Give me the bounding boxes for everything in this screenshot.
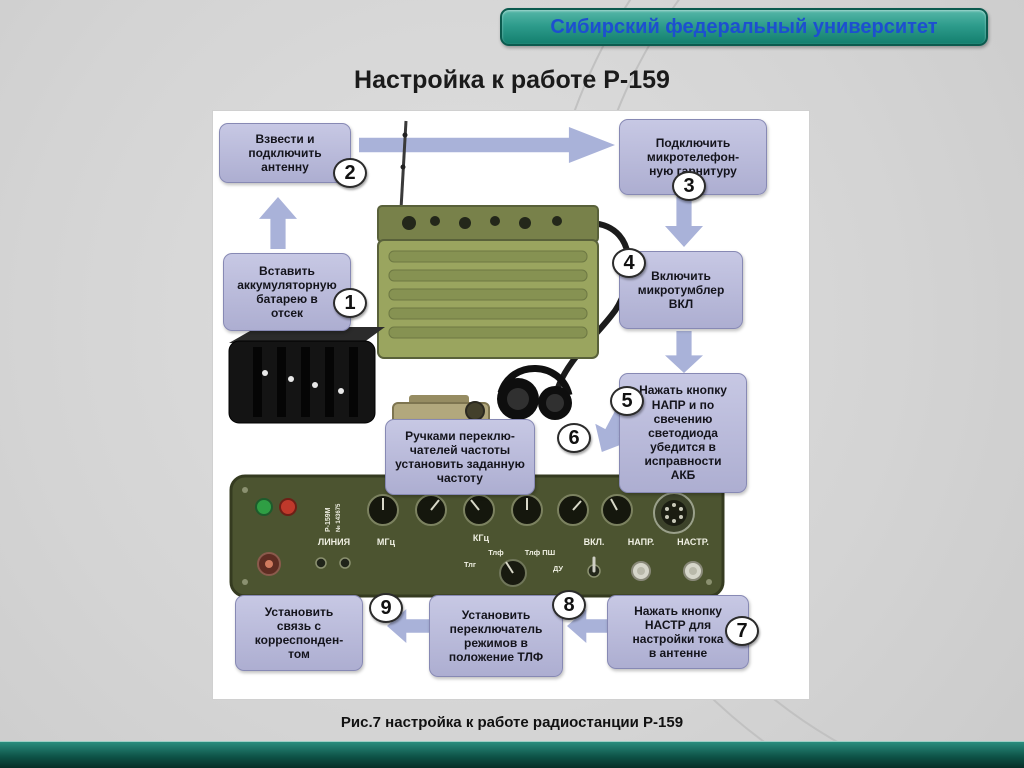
radio-illustration: Р-159М № 143675 [228,120,725,598]
step-6-number-badge: 6 [557,423,591,453]
handset-cable-icon [554,220,632,394]
step-3-number-badge: 3 [672,171,706,201]
nastr-button-icon [683,561,703,581]
step-7-number-badge: 7 [725,616,759,646]
university-banner-text: Сибирский федеральный университет [550,15,938,38]
front-panel-face: Р-159М № 143675 [229,474,725,598]
nastr-label: НАСТР. [677,537,709,547]
footer-bar [0,741,1024,768]
step-5-number-badge: 5 [610,386,644,416]
antenna-whip-icon [399,120,408,210]
napr-button-icon [631,561,651,581]
headset-icon [497,365,573,420]
callout-step-9: Установить связь с корреспонден- том [235,595,363,671]
step-9-number-badge: 9 [369,593,403,623]
indicator-red-icon [279,498,297,516]
callout-step-2: Взвести и подключить антенну [219,123,351,183]
step-2-number-badge: 2 [333,158,367,188]
step-8-number-badge: 8 [552,590,586,620]
panel-model-label: Р-159М [325,507,332,532]
liniya-label: ЛИНИЯ [318,537,350,547]
frequency-dials [367,494,633,526]
indicator-green-icon [255,498,273,516]
callout-step-4: Включить микротумблер ВКЛ [619,251,743,329]
mgts-label: МГц [377,537,396,547]
step-1-number-badge: 1 [333,288,367,318]
battery-pack-icon [228,327,385,424]
page-title: Настройка к работе Р-159 [354,66,670,94]
mode-selector-knob [499,559,527,587]
callout-step-8: Установить переключатель режимов в полож… [429,595,563,677]
connector-socket-icon [653,492,695,534]
transceiver-body-icon [377,205,599,359]
panel-serial-label: № 143675 [335,503,342,532]
vkl-label: ВКЛ. [584,537,605,547]
callout-step-1: Вставить аккумуляторную батарею в отсек [223,253,351,331]
tlg-label: Тлг [464,560,476,569]
figure-caption: Рис.7 настройка к работе радиостанции Р-… [340,714,684,731]
university-banner: Сибирский федеральный университет [500,8,988,46]
line-jack-icon [257,552,281,576]
du-label: ДУ [553,564,563,573]
power-toggle-icon [587,556,601,578]
kgts-label: КГц [473,533,490,543]
callout-step-3: Подключить микротелефон- ную гарнитуру [619,119,767,195]
callout-step-6: Ручками переклю- чателей частоты установ… [385,419,535,495]
tlf-label: Тлф [488,548,504,557]
tlf-psh-label: Тлф ПШ [525,548,556,557]
step-4-number-badge: 4 [612,248,646,278]
line-terminals [315,557,351,569]
napr-label: НАПР. [628,537,655,547]
diagram-panel: Р-159М № 143675 [212,110,810,700]
